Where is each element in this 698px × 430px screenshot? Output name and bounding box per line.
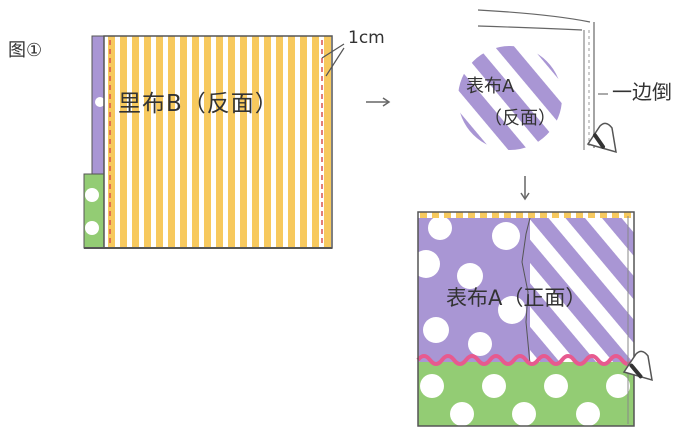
polka-dot (457, 263, 483, 289)
polka-dot (450, 402, 474, 426)
figure-label: 图① (8, 40, 43, 61)
outer-fabric-back-zoom (458, 46, 562, 150)
polka-dot (468, 332, 492, 356)
polka-dot (418, 250, 440, 278)
lining-strip (417, 211, 635, 220)
polka-dot (498, 296, 526, 324)
polka-dot (85, 188, 99, 202)
polka-dot (423, 317, 449, 343)
outer-fabric-back-sublabel: （反面） (484, 108, 556, 129)
wave-boundary (521, 218, 531, 365)
arrow-right (366, 97, 391, 107)
outer-fabric-front-label: 表布A（正面） (446, 286, 587, 310)
polka-dot (606, 374, 630, 398)
outer-fabric-front (416, 211, 653, 427)
lining-fabric-label: 里布B（反面） (118, 91, 279, 117)
polka-dot (482, 374, 506, 398)
polka-dot (576, 402, 600, 426)
polka-dot (420, 374, 444, 398)
polka-dot (85, 221, 99, 235)
outer-fabric-back-label: 表布A (466, 76, 515, 97)
fold-direction-label: 一边倒 (612, 80, 672, 104)
fabric-curve (477, 25, 583, 31)
polka-dot (544, 374, 568, 398)
outer-front-outline (417, 211, 635, 427)
iron-icon (622, 350, 653, 382)
seam-allowance-label: 1cm (348, 28, 385, 48)
pink-ric-rac-trim (416, 354, 636, 366)
arrow-down (520, 176, 530, 201)
pointer-line (325, 47, 345, 77)
green-fabric-edge (83, 173, 107, 249)
iron-icon (586, 122, 617, 154)
polka-dot (492, 222, 520, 250)
fabric-curve (477, 9, 591, 23)
polka-dot (428, 218, 452, 240)
pointer-line (321, 43, 345, 59)
lining-fabric-b (103, 35, 333, 249)
pressing-diagram (458, 9, 617, 154)
polka-dot (95, 97, 105, 107)
left-fabric-stack (83, 35, 345, 249)
purple-stripe-panel (530, 218, 634, 364)
polka-dot (512, 402, 536, 426)
